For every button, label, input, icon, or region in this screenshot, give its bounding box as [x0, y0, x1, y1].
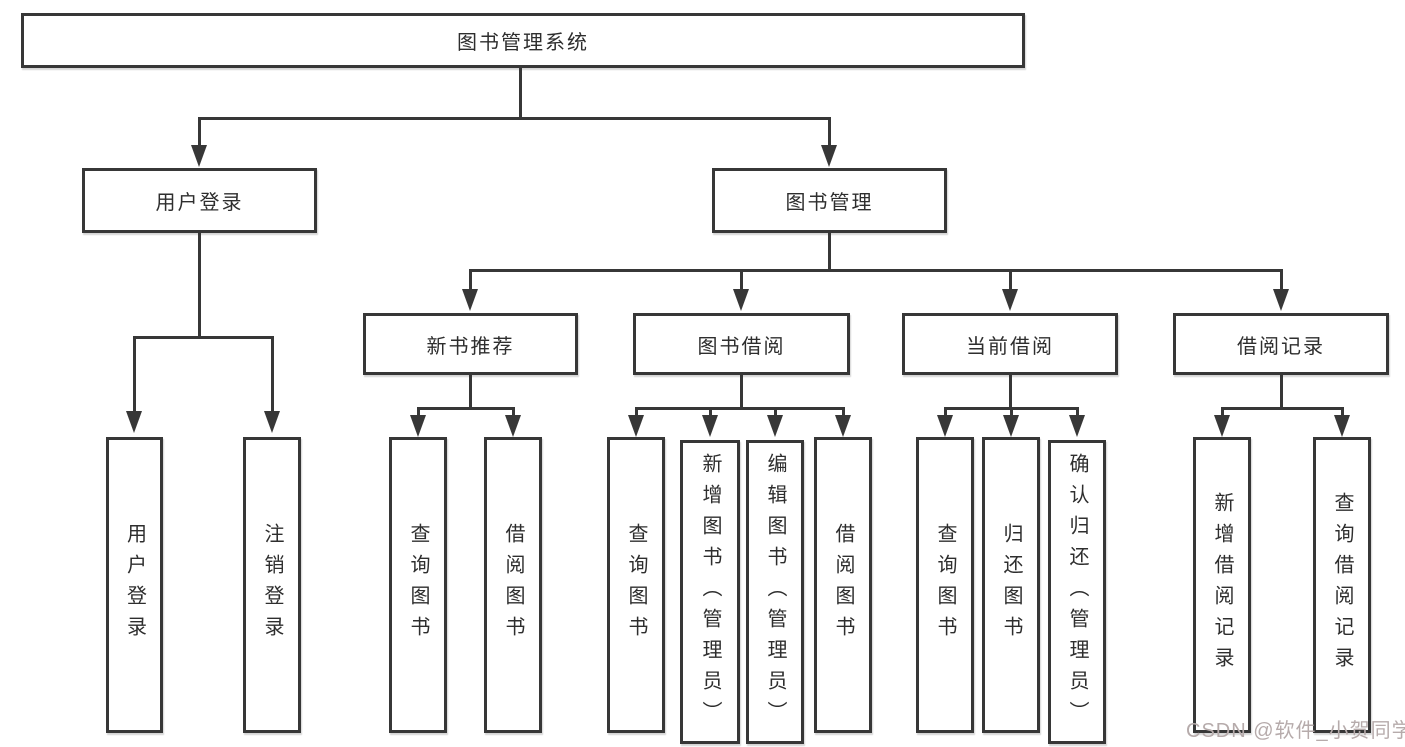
edge-book-mgmt-bar [469, 269, 1283, 272]
leaf-history-query: 查询借阅记录 [1313, 437, 1371, 733]
edge-drop-borrow-history [1280, 269, 1283, 291]
leaf-borrow-borrow: 借阅图书 [814, 437, 872, 733]
leaf-history-add: 新增借阅记录 [1193, 437, 1251, 733]
edge-book-mgmt-stem [828, 233, 831, 272]
edge-drop-history-add [1221, 407, 1224, 417]
arrow-book-mgmt [821, 145, 837, 167]
arrow-current-confirm [1069, 415, 1085, 437]
edge-drop-newbook-query [417, 407, 420, 417]
arrow-user-login [191, 145, 207, 167]
edge-drop-current-return [1010, 407, 1013, 417]
arrow-book-borrow [733, 289, 749, 311]
edge-borrow-history-stem [1280, 375, 1283, 410]
arrow-history-query [1334, 415, 1350, 437]
arrow-newbook-query [410, 415, 426, 437]
node-user-login: 用户登录 [82, 168, 317, 233]
edge-user-login-stem [198, 233, 201, 338]
arrow-current-return [1003, 415, 1019, 437]
leaf-current-confirm: 确认归还（管理员） [1048, 440, 1106, 744]
edge-drop-borrow-add [709, 407, 712, 417]
edge-drop-borrow-query [635, 407, 638, 417]
edge-drop-user-login [198, 117, 201, 147]
leaf-newbook-query: 查询图书 [389, 437, 447, 733]
arrow-history-add [1214, 415, 1230, 437]
node-current-borrow: 当前借阅 [902, 313, 1118, 375]
edge-drop-new-book [469, 269, 472, 291]
arrow-newbook-borrow [505, 415, 521, 437]
leaf-logout: 注销登录 [243, 437, 301, 733]
edge-root-bar [198, 117, 831, 120]
leaf-borrow-edit: 编辑图书（管理员） [746, 440, 804, 744]
edge-book-borrow-bar [635, 407, 845, 410]
edge-current-borrow-stem [1009, 375, 1012, 410]
edge-drop-leaf-user-login [133, 336, 136, 413]
edge-drop-leaf-logout [271, 336, 274, 413]
arrow-leaf-logout [264, 411, 280, 433]
edge-drop-current-borrow [1009, 269, 1012, 291]
arrow-borrow-borrow [835, 415, 851, 437]
edge-user-login-bar [133, 336, 274, 339]
node-book-mgmt: 图书管理 [712, 168, 947, 233]
leaf-newbook-borrow: 借阅图书 [484, 437, 542, 733]
edge-drop-book-borrow [740, 269, 743, 291]
edge-drop-newbook-borrow [512, 407, 515, 417]
arrow-current-borrow [1002, 289, 1018, 311]
leaf-current-query: 查询图书 [916, 437, 974, 733]
arrow-borrow-add [702, 415, 718, 437]
arrow-borrow-query [628, 415, 644, 437]
arrow-borrow-edit [767, 415, 783, 437]
leaf-borrow-query: 查询图书 [607, 437, 665, 733]
leaf-current-return: 归还图书 [982, 437, 1040, 733]
edge-drop-history-query [1341, 407, 1344, 417]
arrow-current-query [937, 415, 953, 437]
leaf-borrow-add: 新增图书（管理员） [680, 440, 740, 744]
node-new-book: 新书推荐 [363, 313, 578, 375]
csdn-watermark: CSDN @软件_小贺同学 [1186, 720, 1405, 742]
arrow-borrow-history [1273, 289, 1289, 311]
edge-book-borrow-stem [740, 375, 743, 410]
edge-new-book-bar [417, 407, 515, 410]
edge-new-book-stem [469, 375, 472, 410]
edge-drop-borrow-borrow [842, 407, 845, 417]
arrow-leaf-user-login [126, 411, 142, 433]
edge-drop-borrow-edit [774, 407, 777, 417]
edge-drop-current-query [944, 407, 947, 417]
node-borrow-history: 借阅记录 [1173, 313, 1389, 375]
edge-borrow-history-bar [1221, 407, 1343, 410]
edge-root-stem [519, 66, 522, 120]
leaf-user-login: 用户登录 [106, 437, 163, 733]
edge-drop-book-mgmt [828, 117, 831, 147]
edge-drop-current-confirm [1076, 407, 1079, 417]
node-book-borrow: 图书借阅 [633, 313, 850, 375]
node-root: 图书管理系统 [21, 13, 1025, 68]
arrow-new-book [462, 289, 478, 311]
